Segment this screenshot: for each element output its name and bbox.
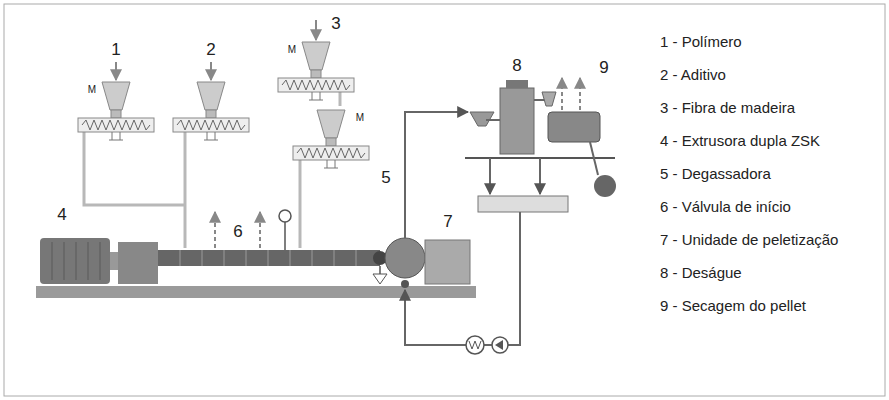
dryer-fan	[594, 175, 616, 197]
callout-number: 6	[233, 222, 242, 242]
callout-number: 8	[512, 56, 521, 76]
motor	[40, 238, 110, 284]
key-entry: 1 - Polímero	[660, 33, 742, 50]
funnel-outlet	[486, 119, 500, 121]
callout-number: 4	[57, 205, 66, 225]
side-feeder	[293, 110, 369, 168]
feeder-polymer	[78, 82, 154, 140]
heat-exchanger	[466, 336, 484, 354]
callout-number: 9	[599, 58, 608, 78]
pump	[492, 337, 508, 353]
feeder-fiber	[278, 42, 354, 100]
key-entry: 2 - Aditivo	[660, 66, 726, 83]
die-head	[385, 238, 425, 278]
dryer-inlet	[542, 92, 556, 106]
pelletizer-housing	[425, 240, 470, 284]
barrel-segments	[180, 250, 356, 266]
drain-lines	[490, 158, 540, 194]
callout-number: 7	[443, 212, 452, 232]
key-entry: 8 - Deságue	[660, 264, 742, 281]
water-inlet	[401, 280, 409, 288]
valve-arrow	[373, 274, 387, 284]
motor-symbol-label: M	[88, 84, 96, 96]
machine-base	[36, 286, 476, 298]
fan-duct	[590, 142, 598, 175]
pump-arrow	[495, 340, 503, 350]
callout-number: 2	[206, 40, 215, 60]
callout-number: 3	[331, 14, 340, 34]
gauge-stem	[284, 222, 286, 250]
key-entry: 9 - Secagem do pellet	[660, 297, 806, 314]
water-return	[405, 212, 520, 345]
callout-number: 5	[381, 168, 390, 188]
dewatering-unit	[500, 88, 534, 154]
motor-ribs	[52, 242, 100, 280]
key-entry: 4 - Extrusora dupla ZSK	[660, 132, 820, 149]
key-entry: 7 - Unidade de peletização	[660, 231, 838, 248]
dryer-exhaust	[562, 78, 580, 110]
key-entry: 3 - Fibra de madeira	[660, 99, 795, 116]
motor-symbol-label: M	[356, 112, 364, 124]
feeder-additive	[173, 82, 249, 140]
pellet-dryer	[548, 112, 600, 142]
water-tank	[478, 196, 568, 212]
valve-outlet	[379, 266, 381, 274]
key-entry: 6 - Válvula de início	[660, 198, 791, 215]
slurry-pipe	[405, 112, 468, 238]
coupling	[110, 252, 118, 270]
key-entry: 5 - Degassadora	[660, 165, 771, 182]
pressure-gauge	[279, 210, 291, 222]
frame	[4, 4, 885, 396]
barrel	[158, 250, 380, 266]
dewatering-cap	[506, 80, 528, 88]
gearbox	[118, 242, 158, 284]
vent-arrows	[215, 212, 260, 248]
motor-symbol-label: M	[288, 44, 296, 56]
inlet-arrows	[116, 20, 316, 80]
callout-number: 1	[111, 40, 120, 60]
heat-exchanger-coil	[469, 341, 481, 349]
